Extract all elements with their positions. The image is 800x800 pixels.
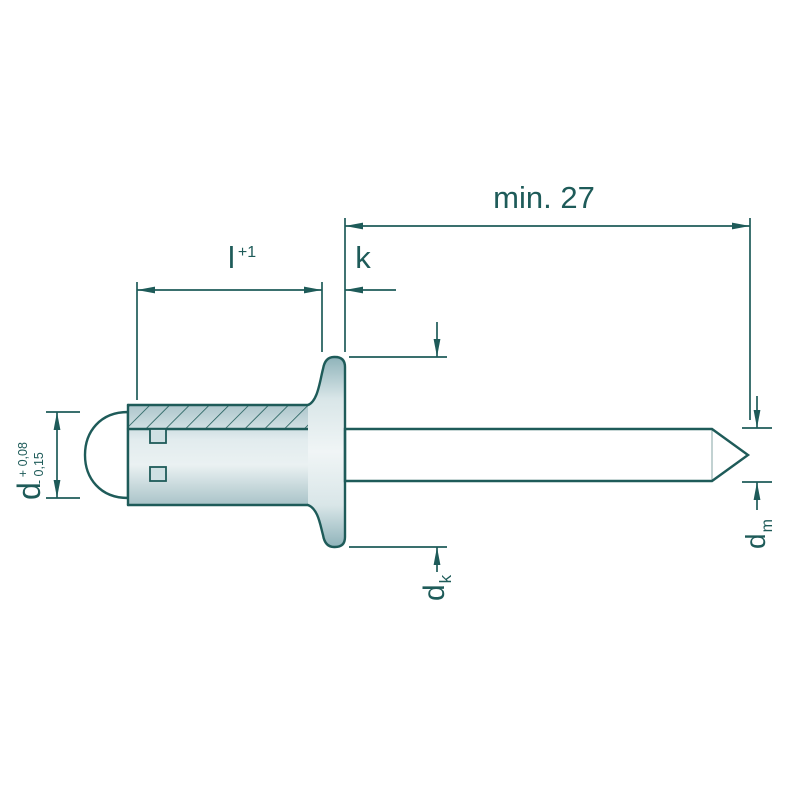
body-length-label: l+1 [228, 240, 256, 275]
head-height-label: k [355, 240, 371, 275]
dimension-min-length: min. 27 [344, 180, 751, 420]
dimension-flange-diameter: dk [349, 322, 455, 601]
mandrel-shaft [343, 427, 751, 483]
dimension-head-height: k [345, 240, 396, 294]
rivet-body-section-hatch [128, 405, 320, 429]
min-length-label: min. 27 [493, 180, 595, 215]
flange-diameter-label: dk [418, 574, 455, 601]
rivet-diameter-label: d+ 0,08- 0,15 [11, 442, 47, 500]
rivet-object [83, 355, 751, 549]
rivet-flange-fill [308, 357, 345, 547]
dimension-rivet-diameter: d+ 0,08- 0,15 [11, 411, 80, 500]
mandrel-diameter-label: dm [740, 519, 776, 549]
dimension-mandrel-diameter: dm [740, 396, 776, 549]
mandrel-neck-notch-top [149, 428, 167, 444]
mandrel-head-dome [83, 410, 130, 500]
dimension-body-length: l+1 [136, 240, 323, 400]
mandrel-neck-notch-bottom [149, 466, 167, 482]
